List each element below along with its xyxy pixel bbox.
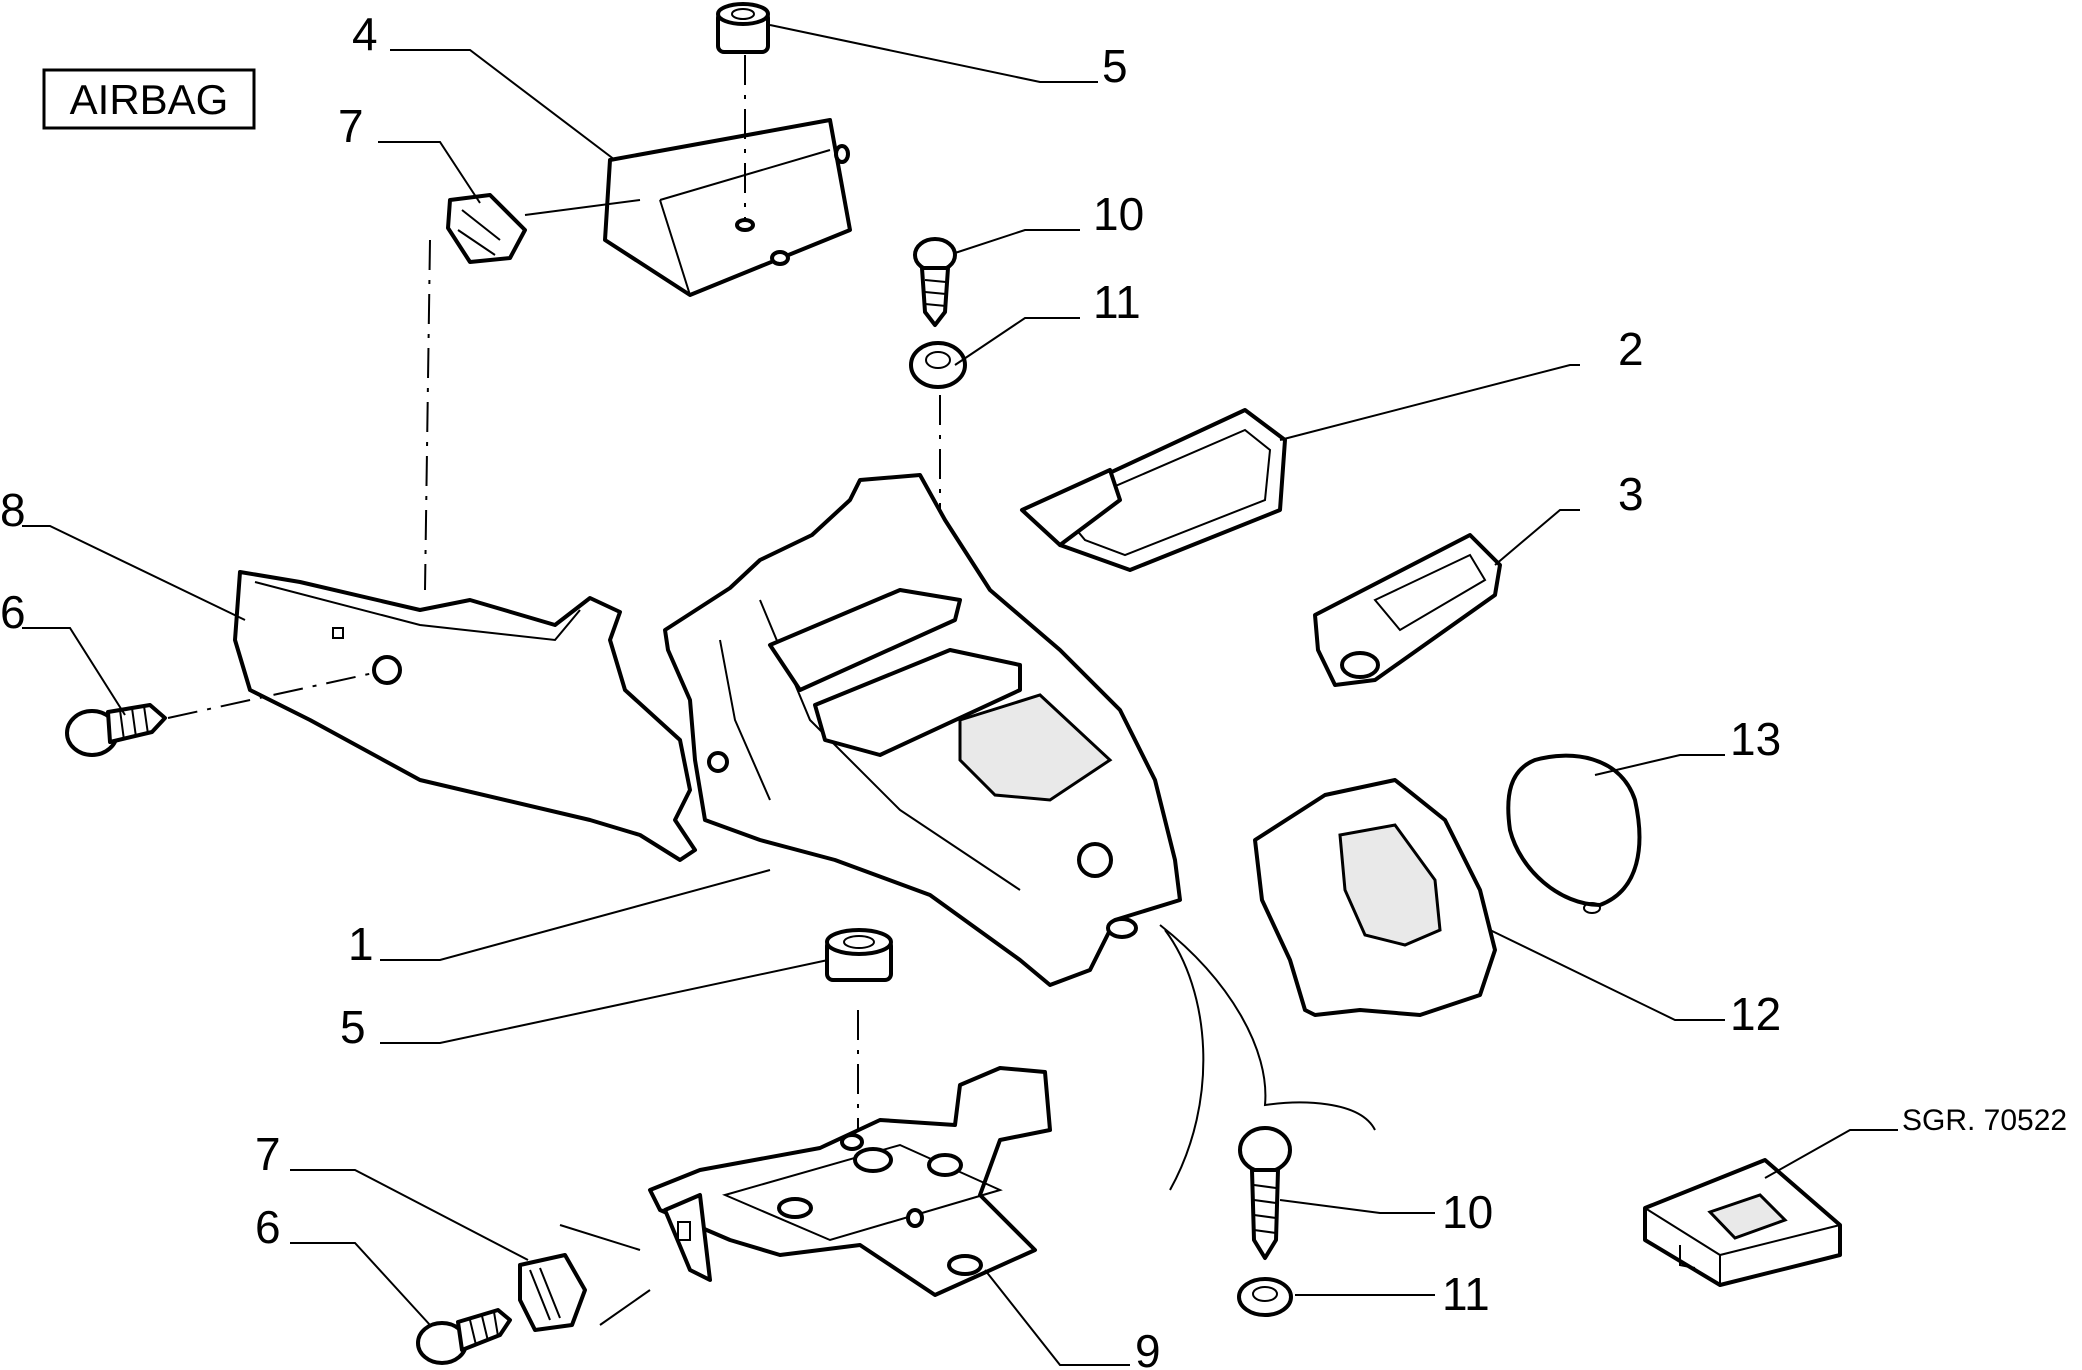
- callout-10-top: 10: [1093, 188, 1144, 240]
- part-9-lower-bracket: [648, 1066, 1052, 1297]
- callouts: 4 5 7 10 11 2 3 8 6 13 1 12 5 SGR. 70522…: [0, 8, 2067, 1370]
- callout-8: 8: [0, 484, 26, 536]
- part-7-top-clip: [446, 193, 527, 264]
- part-7-lower-clip: [518, 1253, 587, 1332]
- part-13-cover-cap: [1506, 753, 1642, 914]
- callout-1: 1: [348, 918, 374, 970]
- callout-2: 2: [1618, 323, 1644, 375]
- callout-7-lower: 7: [255, 1128, 281, 1180]
- part-11-top-washer: [909, 341, 967, 389]
- clip-to-bracket-line-lower: [599, 1289, 651, 1326]
- part-5-top-nut: [716, 2, 770, 54]
- leader-lines: [22, 24, 1898, 1366]
- callout-13: 13: [1730, 713, 1781, 765]
- callout-10-lower: 10: [1442, 1186, 1493, 1238]
- callout-5-top: 5: [1102, 40, 1128, 92]
- callout-4: 4: [352, 8, 378, 60]
- part-12-bezel: [1253, 778, 1497, 1017]
- airbag-tag: AIRBAG: [42, 68, 256, 130]
- callout-6-top: 6: [0, 586, 26, 638]
- clip-to-bracket-line: [524, 199, 641, 216]
- clip-pointer-line: [559, 1224, 641, 1251]
- callout-11-top: 11: [1093, 276, 1141, 328]
- part-10-lower-screw: [1238, 1126, 1292, 1260]
- callout-12: 12: [1730, 988, 1781, 1040]
- part-10-top-screw: [913, 237, 957, 327]
- part-8-side-panel: [233, 570, 697, 862]
- part-6-left-screw: [65, 703, 167, 757]
- part-6-lower-screw: [416, 1308, 512, 1365]
- part-3-switch-plate: [1313, 533, 1502, 687]
- axis-left-screw: [167, 671, 379, 719]
- callout-6-lower: 6: [255, 1201, 281, 1253]
- part-2-tray: [1020, 408, 1287, 572]
- callout-9: 9: [1135, 1325, 1161, 1370]
- airbag-tag-text: AIRBAG: [70, 76, 229, 123]
- callout-3: 3: [1618, 468, 1644, 520]
- axis-top-clip: [424, 239, 431, 591]
- harness-curve-left: [1164, 929, 1205, 1191]
- part-11-lower-washer: [1237, 1277, 1293, 1317]
- part-1-console: [663, 473, 1182, 987]
- callout-7-top: 7: [338, 100, 364, 152]
- harness-curve-right: [1159, 924, 1376, 1131]
- part-5-lower-nut: [825, 928, 893, 982]
- reference-symbol: [1643, 1158, 1842, 1287]
- callout-5-lower: 5: [340, 1001, 366, 1053]
- part-4-upper-bracket: [603, 118, 852, 297]
- callout-11-lower: 11: [1442, 1268, 1490, 1320]
- reference-code: SGR. 70522: [1902, 1104, 2067, 1137]
